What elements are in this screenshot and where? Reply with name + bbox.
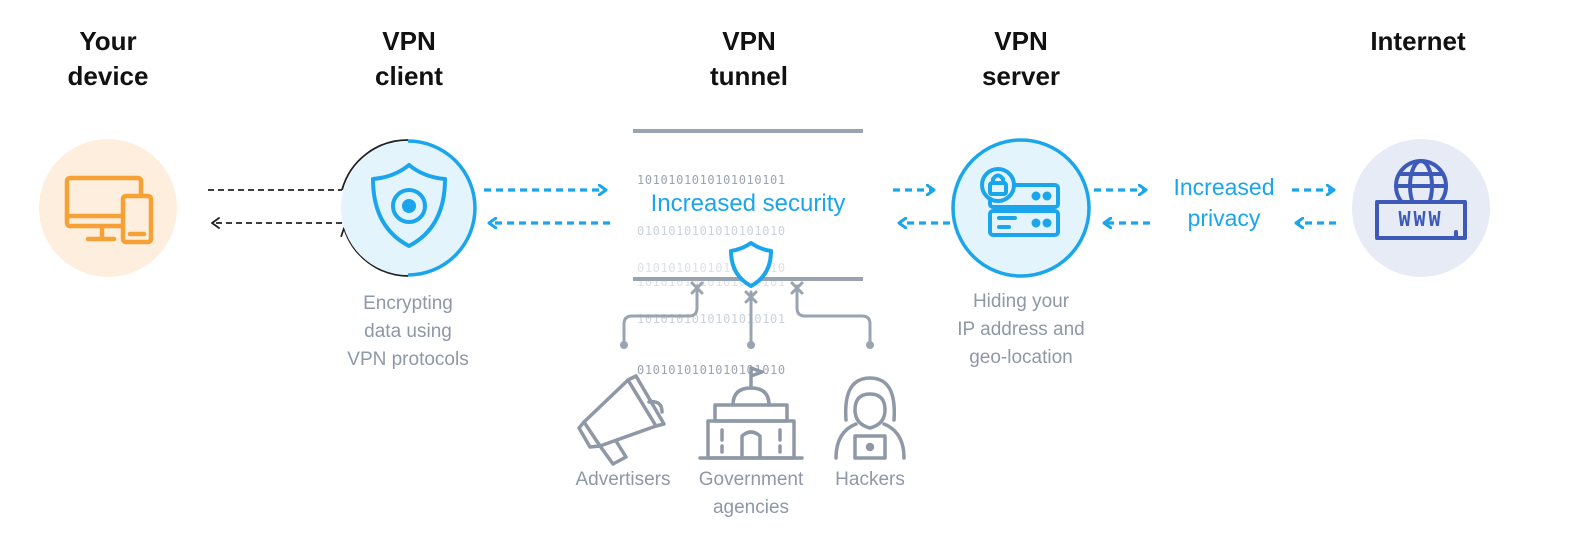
heading-line: VPN <box>722 26 776 56</box>
government-building-icon <box>698 366 804 460</box>
privacy-line: Increased <box>1173 174 1275 200</box>
caption-line: geo-location <box>969 347 1073 368</box>
hacker-icon <box>834 376 906 460</box>
client-tunnel-arrows <box>484 190 610 223</box>
shield-eye-icon <box>371 163 447 248</box>
www-label: WWW <box>1398 207 1444 231</box>
megaphone-icon <box>577 374 666 466</box>
threat-label-government: Government agencies <box>686 466 816 522</box>
heading-line: VPN <box>994 26 1048 56</box>
server-node <box>951 138 1091 278</box>
privacy-internet-arrows <box>1292 190 1336 223</box>
caption-line: IP address and <box>957 319 1085 340</box>
internet-node <box>1352 139 1490 277</box>
server-caption: Hiding your IP address and geo-location <box>931 288 1111 372</box>
threat-label-advertisers: Advertisers <box>563 466 683 494</box>
client-node <box>341 139 477 277</box>
threat-label-hackers: Hackers <box>815 466 925 494</box>
threat-label-line: Advertisers <box>575 469 671 490</box>
threat-label-line: Hackers <box>835 469 905 490</box>
blocked-connectors <box>622 281 872 346</box>
tunnel-label: Increased security <box>628 188 868 219</box>
device-node <box>39 139 177 277</box>
privacy-line: privacy <box>1187 205 1261 231</box>
device-client-arrows <box>208 139 409 277</box>
heading-line: Internet <box>1370 26 1466 56</box>
heading-vpn-server: VPN server <box>921 24 1121 94</box>
heading-line: VPN <box>382 26 436 56</box>
heading-internet: Internet <box>1318 24 1518 59</box>
binary-row: 1010101010101010101 <box>637 173 786 187</box>
heading-vpn-client: VPN client <box>309 24 509 94</box>
tunnel-shield-icon <box>729 241 773 288</box>
heading-line: Your <box>79 26 137 56</box>
heading-vpn-tunnel: VPN tunnel <box>649 24 849 94</box>
client-caption: Encrypting data using VPN protocols <box>318 290 498 374</box>
tunnel-node <box>620 129 874 349</box>
binary-row: 0101010101010101010 <box>637 363 786 377</box>
tunnel-server-arrows <box>893 190 950 223</box>
threat-label-line: Government <box>698 469 804 490</box>
heading-line: client <box>375 61 443 91</box>
caption-line: Hiding your <box>972 291 1070 312</box>
globe-www-icon <box>1375 159 1467 240</box>
caption-line: VPN protocols <box>347 349 469 370</box>
server-lock-icon <box>980 167 1060 237</box>
binary-row: 0101010101010101010 <box>637 224 786 238</box>
heading-your-device: Your device <box>8 24 208 94</box>
server-privacy-arrows <box>1094 190 1150 223</box>
caption-line: Encrypting <box>363 293 453 314</box>
heading-line: server <box>981 61 1061 91</box>
heading-line: device <box>67 61 149 91</box>
privacy-label: Increased privacy <box>1154 172 1294 234</box>
desktop-mobile-icon <box>64 175 154 245</box>
caption-line: data using <box>364 321 452 342</box>
device-circle <box>39 139 177 277</box>
heading-line: tunnel <box>710 61 788 91</box>
threat-label-line: agencies <box>712 497 790 518</box>
